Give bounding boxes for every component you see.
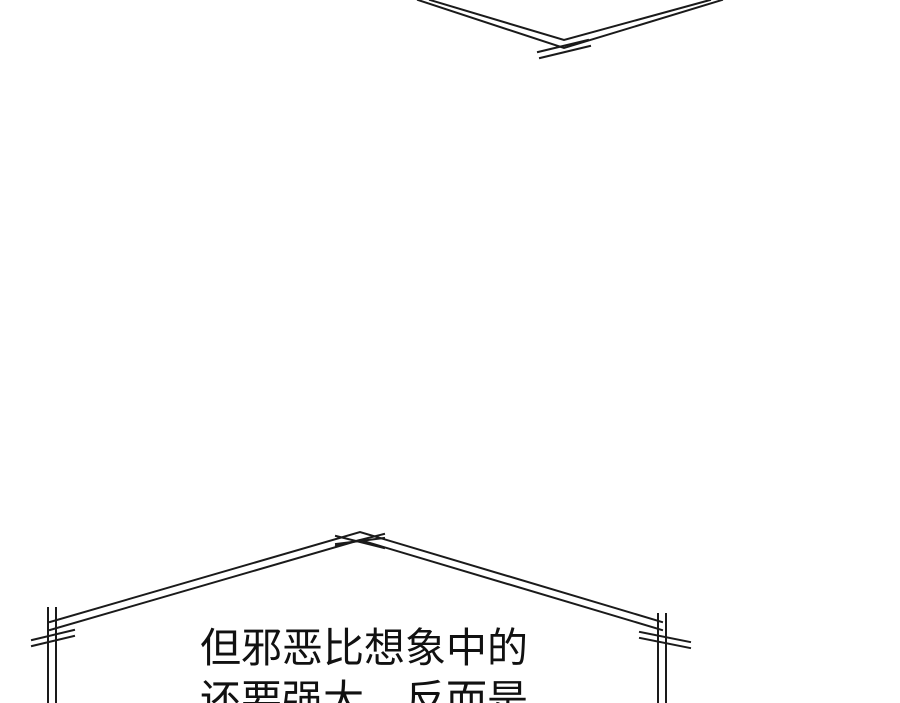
narration-text: 但邪恶比想象中的 还要强大，反而是 <box>200 622 560 703</box>
narration-line-2: 还要强大，反而是 <box>200 676 528 703</box>
bottom-box-roof <box>48 530 664 632</box>
top-box-bottom-point <box>416 0 724 60</box>
bottom-box-left-side <box>30 607 76 703</box>
bottom-box-right-side <box>638 613 692 703</box>
narration-line-1: 但邪恶比想象中的 <box>200 624 528 672</box>
